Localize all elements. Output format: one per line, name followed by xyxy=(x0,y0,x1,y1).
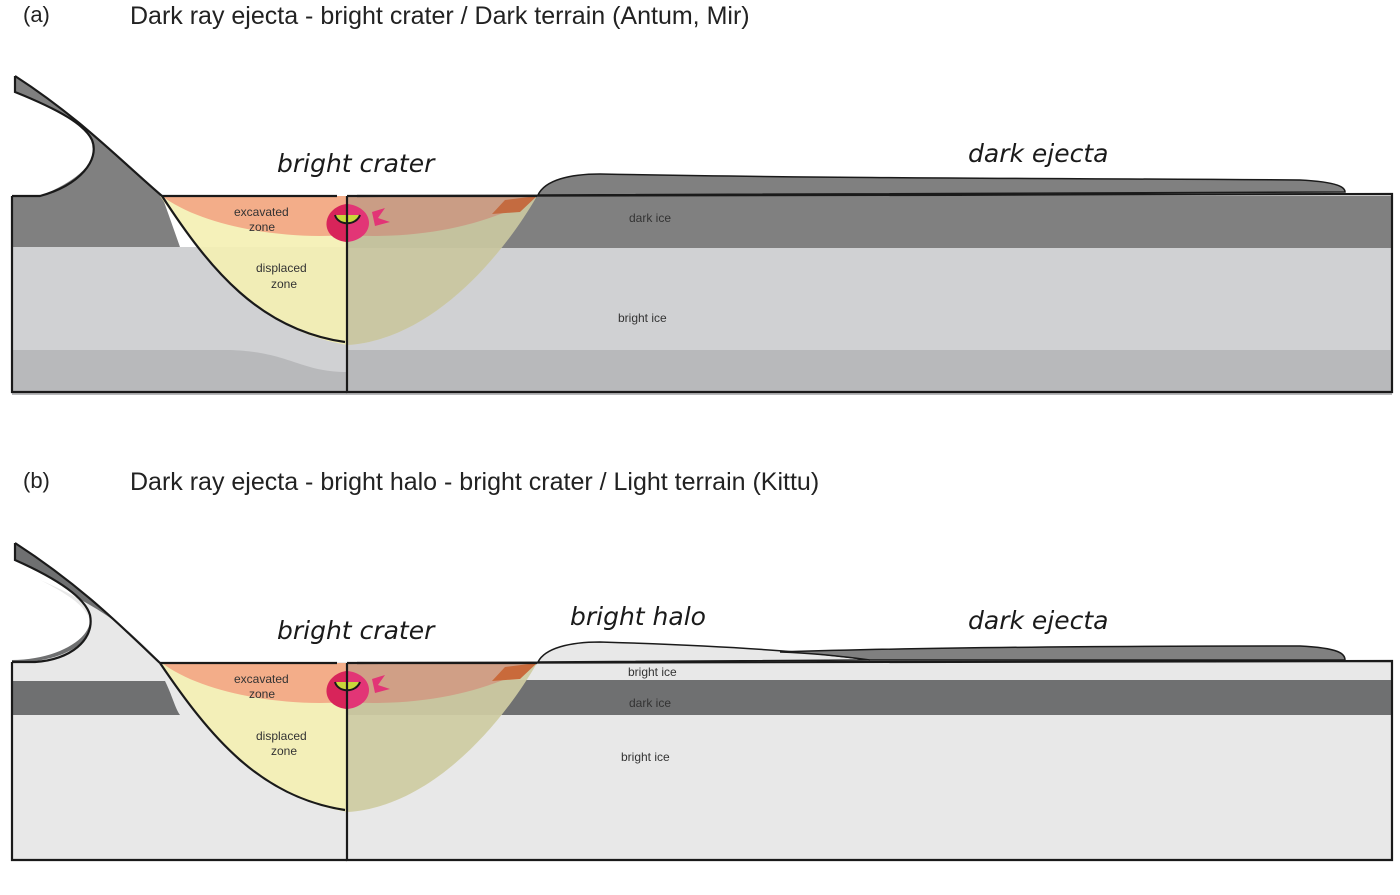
panel-a-right-shade xyxy=(347,196,537,345)
panel-a-diagram: bright crater dark ejecta excavated zone… xyxy=(10,75,1394,395)
panel-b-bright-crater-label: bright crater xyxy=(277,616,436,645)
panel-a-title: Dark ray ejecta - bright crater / Dark t… xyxy=(130,2,750,30)
panel-a-displaced-label-2: zone xyxy=(271,277,297,291)
panel-a-displaced-zone xyxy=(160,196,537,345)
panel-a-dark-ice-left xyxy=(12,196,180,247)
panel-b-diagram: bright crater bright halo dark ejecta ex… xyxy=(10,542,1394,862)
panel-a-dark-ejecta-label: dark ejecta xyxy=(968,139,1108,168)
panel-b-bright-ice-label: bright ice xyxy=(621,750,670,764)
panel-a-excavated-label-2: zone xyxy=(249,220,275,234)
panel-a-lower-layer-left xyxy=(12,350,347,395)
panel-b-frame-right xyxy=(345,659,1394,862)
panel-b-frame-left xyxy=(10,662,347,862)
panel-b-impactor-left xyxy=(326,671,346,709)
panel-a-ejecta-plume xyxy=(492,196,537,214)
panel-b-dark-ice-left xyxy=(12,681,180,715)
panel-b-dark-ejecta-label: dark ejecta xyxy=(968,606,1108,635)
panel-b-bright-ice-top-label: bright ice xyxy=(628,665,677,679)
panel-a-excavated-label-1: excavated xyxy=(234,205,289,219)
panel-b-displaced-label-1: displaced xyxy=(256,729,307,743)
panel-b-impactor-spray xyxy=(372,675,390,693)
panel-b-dark-ice-label: dark ice xyxy=(629,696,671,710)
panel-b-bright-halo-label: bright halo xyxy=(570,602,706,631)
panel-b-ejecta-plume xyxy=(492,663,537,681)
panel-a-frame-left xyxy=(10,196,347,394)
panel-a-dark-ejecta xyxy=(536,173,1346,196)
panel-a-crater-profile xyxy=(161,195,346,344)
panel-b-impactor-right xyxy=(348,671,369,709)
panel-b-rim-outline xyxy=(12,542,161,664)
panel-b-displaced-label-2: zone xyxy=(271,744,297,758)
panel-a-impactor-left xyxy=(326,204,346,242)
panel-a-dark-ice-label: dark ice xyxy=(629,211,671,225)
panel-a-displaced-label-1: displaced xyxy=(256,261,307,275)
panel-b-excavated-label-1: excavated xyxy=(234,672,289,686)
panel-b-excavated-label-2: zone xyxy=(249,687,275,701)
panel-b-crater-profile xyxy=(159,662,346,812)
panel-b-displaced-zone xyxy=(160,663,537,812)
panel-b-title: Dark ray ejecta - bright halo - bright c… xyxy=(130,468,820,496)
panel-a-impactor-spray xyxy=(372,208,390,226)
panel-b-letter: (b) xyxy=(23,468,50,493)
panel-a-bright-crater-label: bright crater xyxy=(277,149,436,178)
panel-a-lower-layer-right xyxy=(347,350,1392,395)
panel-b-right-shade xyxy=(347,663,537,812)
panel-a-letter: (a) xyxy=(23,2,50,27)
panel-a-frame-right xyxy=(345,192,1394,394)
panel-a-impactor-right xyxy=(348,204,369,242)
panel-a-crater-rim xyxy=(15,76,180,247)
panel-a-bright-ice-label: bright ice xyxy=(618,311,667,325)
panel-b-rim-light xyxy=(25,580,160,662)
panel-b-dark-ejecta xyxy=(779,645,1346,661)
panel-a-rim-outline xyxy=(12,75,163,198)
